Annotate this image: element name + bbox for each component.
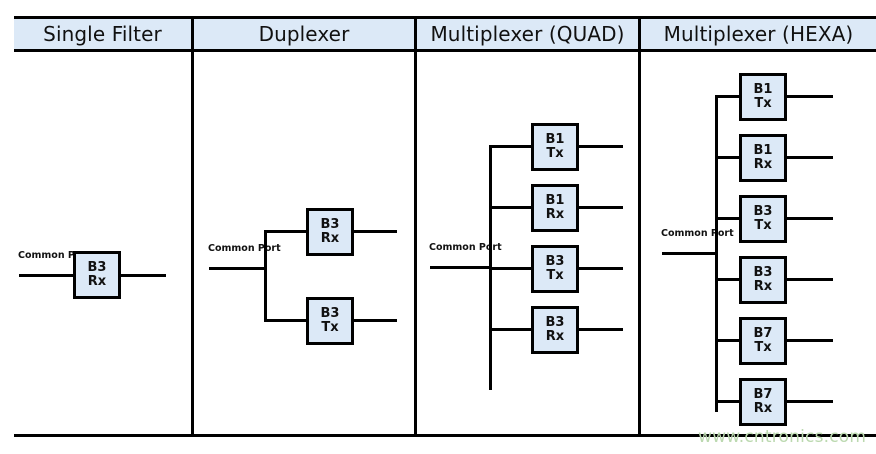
branch-wire-b7-rx — [715, 400, 739, 403]
branch-wire-b7-tx — [715, 339, 739, 342]
column-header-label: Duplexer — [258, 22, 350, 46]
filter-path: Tx — [754, 96, 772, 111]
output-wire-b1-tx — [787, 95, 833, 98]
output-wire-b1-rx — [787, 156, 833, 159]
filter-block-b7-tx: B7 Tx — [739, 317, 787, 365]
branch-wire-b3-rx — [715, 278, 739, 281]
column-header-duplexer: Duplexer — [191, 19, 414, 49]
filter-path: Rx — [753, 279, 773, 294]
filter-band: B3 — [545, 314, 565, 330]
output-wire-b3-rx — [121, 274, 166, 277]
filter-block-b3-tx: B3 Tx — [531, 245, 579, 293]
filter-block-b3-tx: B3 Tx — [739, 195, 787, 243]
column-divider-1 — [191, 52, 194, 437]
column-header-label: Multiplexer (HEXA) — [663, 22, 854, 46]
filter-path: Rx — [87, 274, 107, 289]
common-port-wire — [430, 266, 492, 269]
output-wire-b3-tx — [579, 267, 623, 270]
filter-band: B1 — [753, 142, 773, 158]
filter-block-b1-rx: B1 Rx — [531, 184, 579, 232]
filter-block-b1-rx: B1 Rx — [739, 134, 787, 182]
branch-wire-b3-rx — [489, 328, 531, 331]
filter-path: Tx — [754, 218, 772, 233]
filter-block-b1-tx: B1 Tx — [531, 123, 579, 171]
filter-path: Tx — [546, 268, 564, 283]
common-port-wire — [662, 252, 718, 255]
output-wire-b7-rx — [787, 400, 833, 403]
branch-wire-b3-tx — [715, 217, 739, 220]
column-header-multiplexer-hexa: Multiplexer (HEXA) — [638, 19, 876, 49]
column-header-label: Single Filter — [43, 22, 162, 46]
filter-band: B1 — [545, 192, 565, 208]
branch-wire-b1-rx — [489, 206, 531, 209]
filter-band: B3 — [320, 305, 340, 321]
filter-band: B3 — [753, 264, 773, 280]
common-port-wire — [19, 274, 73, 277]
column-header-multiplexer-quad: Multiplexer (QUAD) — [414, 19, 638, 49]
column-single-filter: Common Port B3 Rx — [14, 52, 191, 437]
column-header-label: Multiplexer (QUAD) — [430, 22, 625, 46]
branch-wire-b1-rx — [715, 156, 739, 159]
output-wire-b3-tx — [354, 319, 397, 322]
table-header-row: Single Filter Duplexer Multiplexer (QUAD… — [14, 16, 876, 52]
filter-block-b3-rx: B3 Rx — [73, 251, 121, 299]
branch-wire-b3-rx — [264, 230, 306, 233]
filter-block-b7-rx: B7 Rx — [739, 378, 787, 426]
common-port-label: Common Port — [208, 243, 281, 254]
branch-wire-b1-tx — [489, 145, 531, 148]
filter-band: B3 — [87, 259, 107, 275]
output-wire-b1-rx — [579, 206, 623, 209]
column-multiplexer-quad: Common Port B1 Tx B1 Rx — [417, 52, 638, 437]
filter-band: B7 — [753, 386, 773, 402]
output-wire-b3-tx — [787, 217, 833, 220]
common-port-wire — [209, 267, 267, 270]
column-divider-2 — [414, 52, 417, 437]
filter-block-b1-tx: B1 Tx — [739, 73, 787, 121]
comparison-table: Single Filter Duplexer Multiplexer (QUAD… — [14, 16, 876, 437]
filter-path: Rx — [753, 401, 773, 416]
filter-block-b3-tx: B3 Tx — [306, 297, 354, 345]
filter-band: B1 — [545, 131, 565, 147]
filter-band: B1 — [753, 81, 773, 97]
output-wire-b1-tx — [579, 145, 623, 148]
output-wire-b3-rx — [354, 230, 397, 233]
branch-wire-b3-tx — [489, 267, 531, 270]
filter-band: B3 — [545, 253, 565, 269]
output-wire-b3-rx — [579, 328, 623, 331]
output-wire-b7-tx — [787, 339, 833, 342]
output-wire-b3-rx — [787, 278, 833, 281]
filter-block-b3-rx: B3 Rx — [531, 306, 579, 354]
filter-path: Rx — [753, 157, 773, 172]
column-duplexer: Common Port B3 Rx B3 Tx — [194, 52, 414, 437]
split-bus-vertical — [264, 230, 267, 322]
filter-path: Tx — [754, 340, 772, 355]
filter-band: B7 — [753, 325, 773, 341]
column-multiplexer-hexa: Common Port B1 Tx B1 Rx — [641, 52, 876, 437]
filter-band: B3 — [320, 216, 340, 232]
table-body-row: Common Port B3 Rx Common Port — [14, 52, 876, 437]
branch-wire-b3-tx — [264, 319, 306, 322]
column-divider-3 — [638, 52, 641, 437]
filter-band: B3 — [753, 203, 773, 219]
filter-path: Tx — [546, 146, 564, 161]
filter-block-b3-rx: B3 Rx — [306, 208, 354, 256]
filter-path: Rx — [545, 329, 565, 344]
branch-wire-b1-tx — [715, 95, 739, 98]
filter-path: Tx — [321, 320, 339, 335]
watermark: www.cntronics.com — [698, 427, 867, 447]
common-port-label: Common Port — [661, 228, 734, 239]
filter-path: Rx — [320, 231, 340, 246]
split-bus-vertical — [715, 95, 718, 412]
filter-block-b3-rx: B3 Rx — [739, 256, 787, 304]
filter-path: Rx — [545, 207, 565, 222]
column-header-single-filter: Single Filter — [14, 19, 191, 49]
